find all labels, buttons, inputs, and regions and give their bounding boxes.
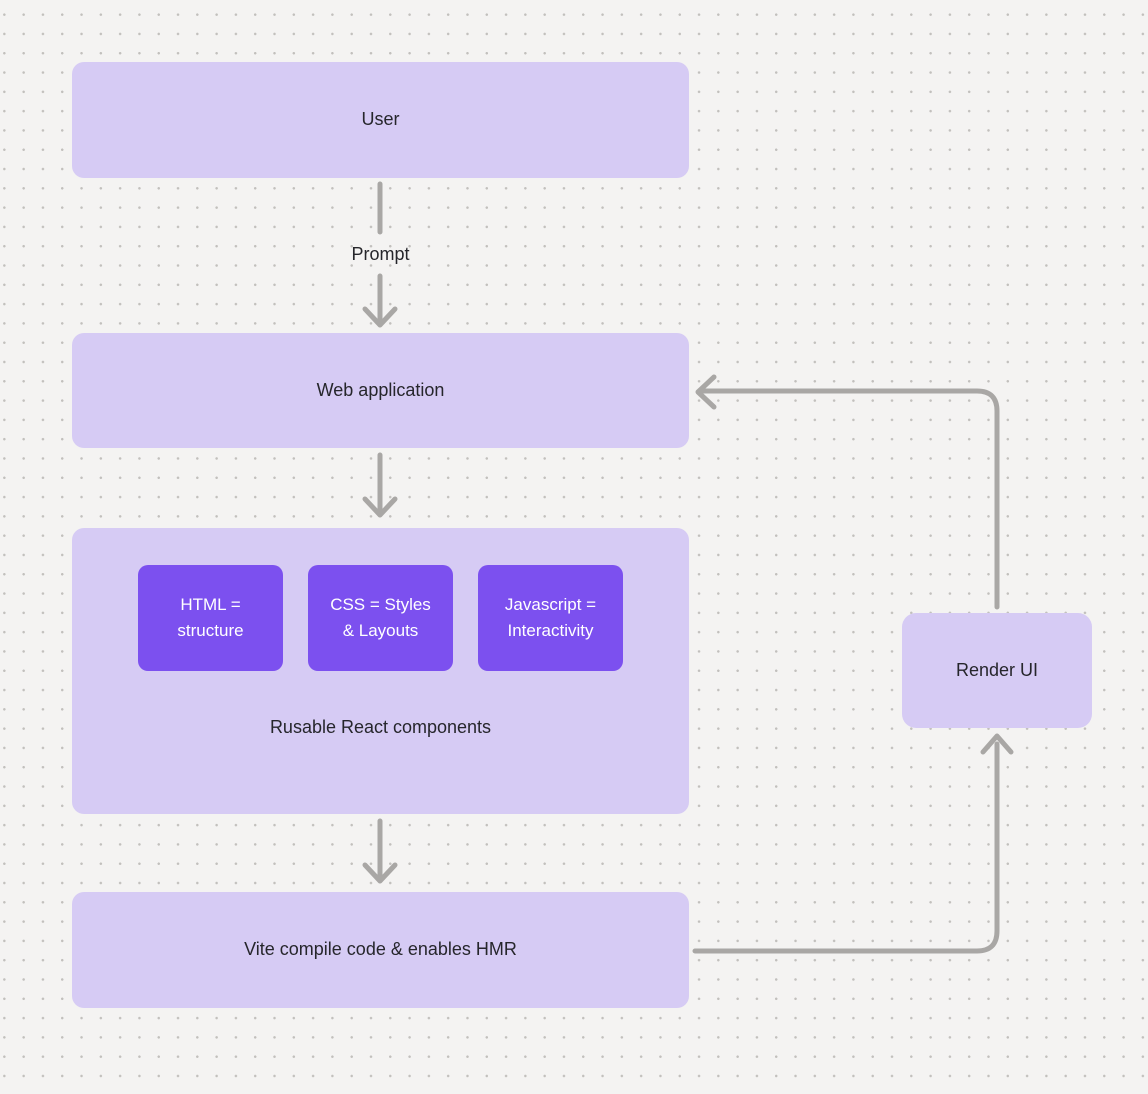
chip-html: HTML = structure [138,565,283,671]
edge-label-prompt: Prompt [351,244,410,264]
chip-javascript-line1: Javascript = [504,595,597,614]
components-group-label: Rusable React components [269,717,492,737]
chip-html-line2: structure [177,621,244,640]
chip-javascript-line2: Interactivity [507,621,594,640]
chip-css-line2: & Layouts [342,621,419,640]
node-web-application-label: Web application [316,379,445,400]
components-chip-row: HTML = structure CSS = Styles & Layouts … [138,565,623,671]
edge-renderui-to-webapp-arrow [695,374,1000,610]
edge-group-to-vite-arrow [362,818,398,884]
node-render-ui: Render UI [902,613,1092,728]
node-user-label: User [361,109,400,130]
edge-vite-to-renderui-arrow [692,733,1014,954]
edge-webapp-to-group-arrow [362,452,398,518]
chip-css-line1: CSS = Styles [330,595,431,614]
node-user: User [72,62,689,178]
edge-user-to-webapp-arrow [362,273,398,328]
node-components-group: HTML = structure CSS = Styles & Layouts … [72,528,689,814]
node-web-application: Web application [72,333,689,448]
chip-html-line1: HTML = [180,595,241,614]
node-vite-label: Vite compile code & enables HMR [244,939,517,960]
chip-css: CSS = Styles & Layouts [308,565,453,671]
node-vite: Vite compile code & enables HMR [72,892,689,1008]
node-render-ui-label: Render UI [955,659,1039,680]
chip-javascript: Javascript = Interactivity [478,565,623,671]
